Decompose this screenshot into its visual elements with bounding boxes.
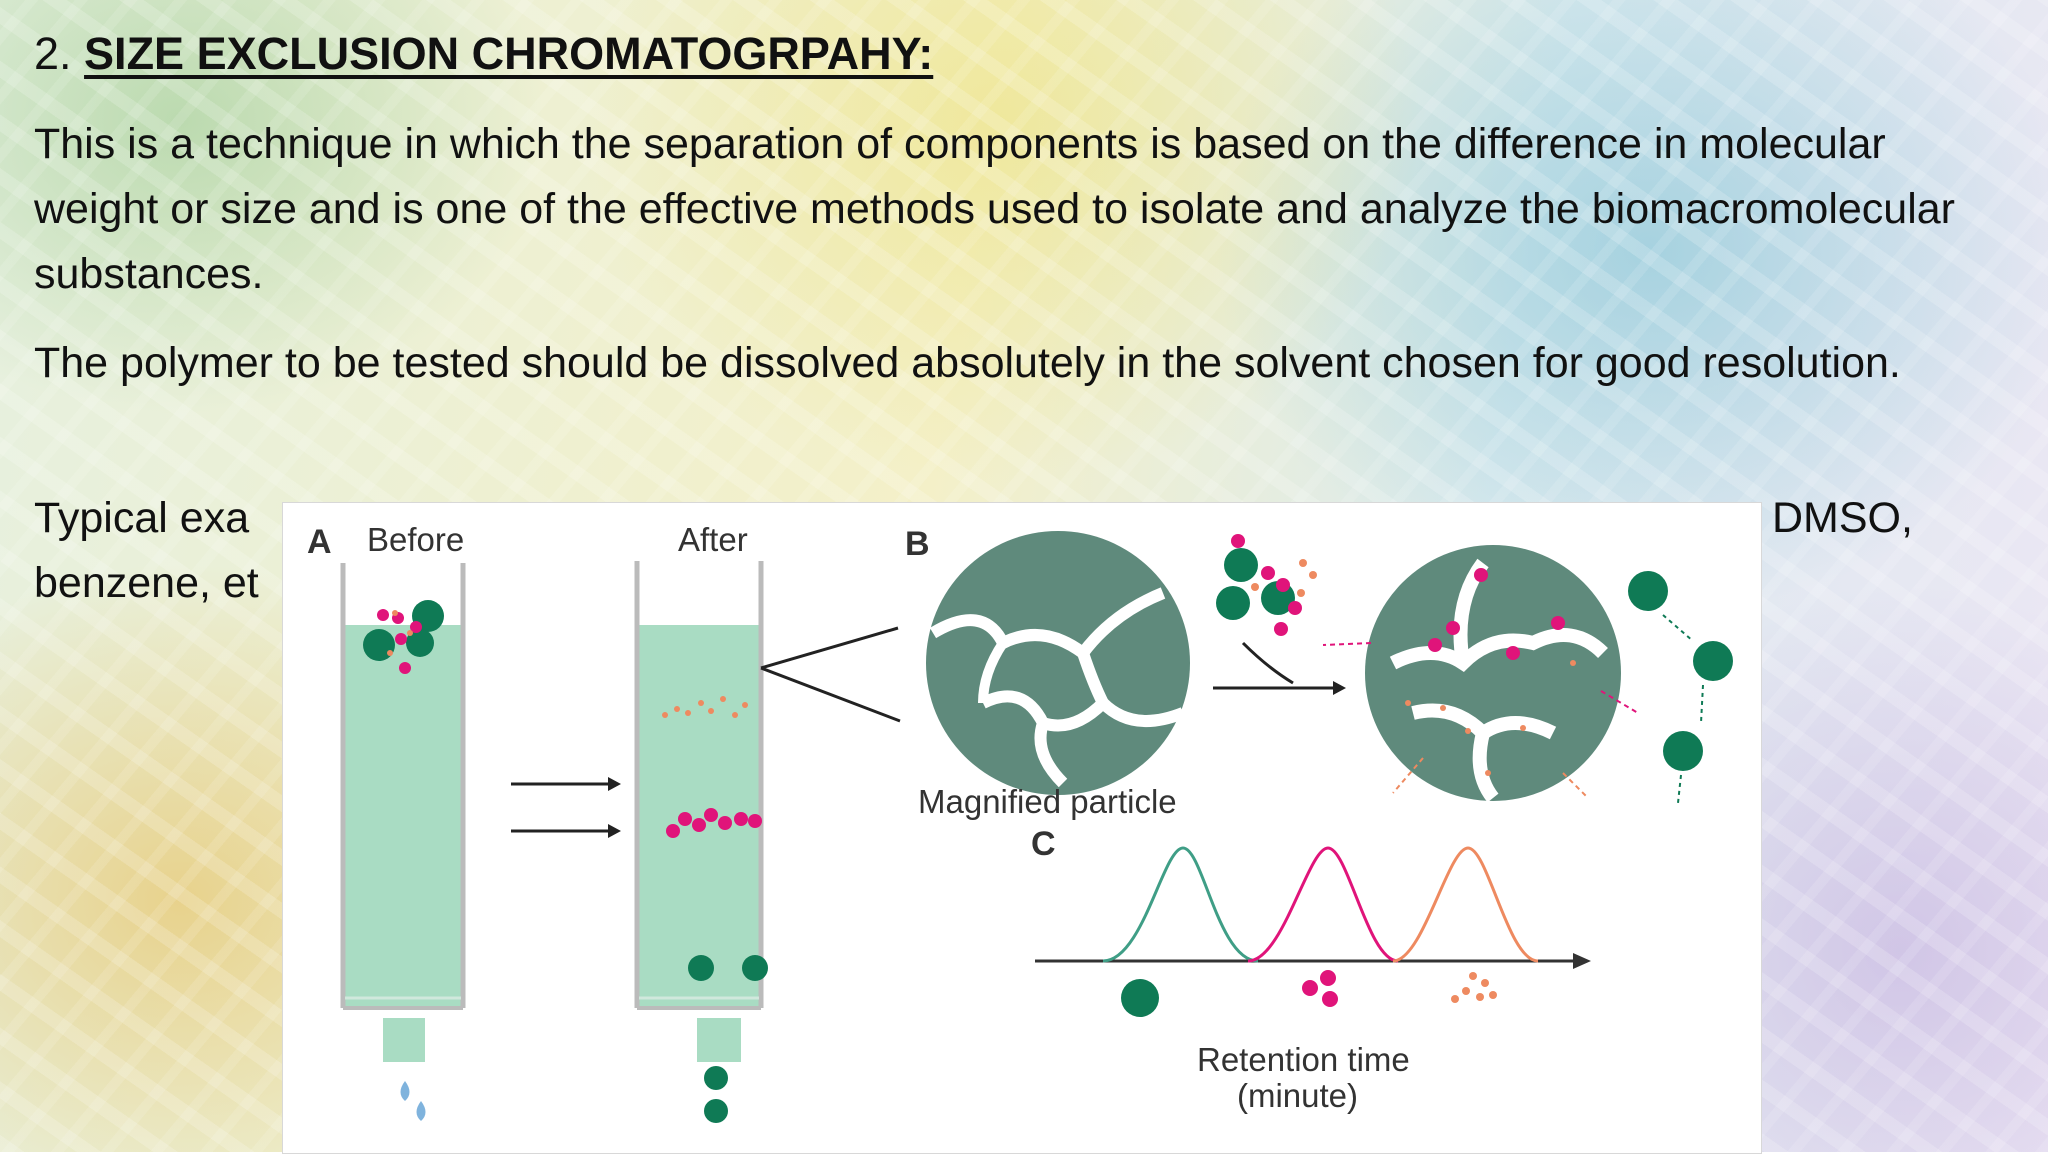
- retention-unit-label: (minute): [1237, 1077, 1358, 1114]
- sec-figure: A Before After: [282, 502, 1762, 1154]
- heading-title: SIZE EXCLUSION CHROMATOGRPAHY:: [84, 28, 934, 79]
- panel-b-label: B: [905, 525, 930, 563]
- panel-a-label: A: [307, 523, 332, 561]
- examples-line2-text: benzene, et: [34, 559, 259, 607]
- panel-c-label: C: [1031, 825, 1056, 863]
- chromatogram: [1035, 846, 1591, 1017]
- paragraph-definition: This is a technique in which the separat…: [34, 120, 1955, 298]
- examples-right-text: DMSO,: [1772, 494, 1913, 542]
- zoom-line: [760, 666, 901, 723]
- zoom-line: [760, 626, 899, 670]
- mixture-cluster: [1213, 534, 1346, 695]
- slide-heading: 2. SIZE EXCLUSION CHROMATOGRPAHY:: [34, 28, 933, 80]
- magnified-particle-after: [1322, 545, 1733, 804]
- paragraph-solubility: The polymer to be tested should be disso…: [34, 339, 1901, 387]
- drop-icon: [416, 1101, 426, 1121]
- sec-diagram: A Before After: [307, 521, 1733, 1123]
- peak-medium: [1247, 846, 1399, 963]
- before-label: Before: [367, 521, 464, 558]
- column-before: [340, 563, 466, 1121]
- drop-icon: [400, 1081, 410, 1101]
- magnified-particle-label: Magnified particle: [918, 783, 1177, 820]
- column-after: [634, 561, 901, 1123]
- retention-time-label: Retention time: [1197, 1041, 1410, 1078]
- heading-number: 2.: [34, 28, 85, 79]
- examples-left-text: Typical exa: [34, 494, 250, 542]
- peak-large: [1102, 846, 1259, 963]
- magnified-particle-before: [926, 531, 1190, 795]
- after-label: After: [678, 521, 748, 558]
- peak-small: [1392, 846, 1539, 963]
- flow-arrows: [511, 777, 621, 838]
- paragraph-examples: Typical exa DMSO, benzene, et: [34, 486, 2014, 616]
